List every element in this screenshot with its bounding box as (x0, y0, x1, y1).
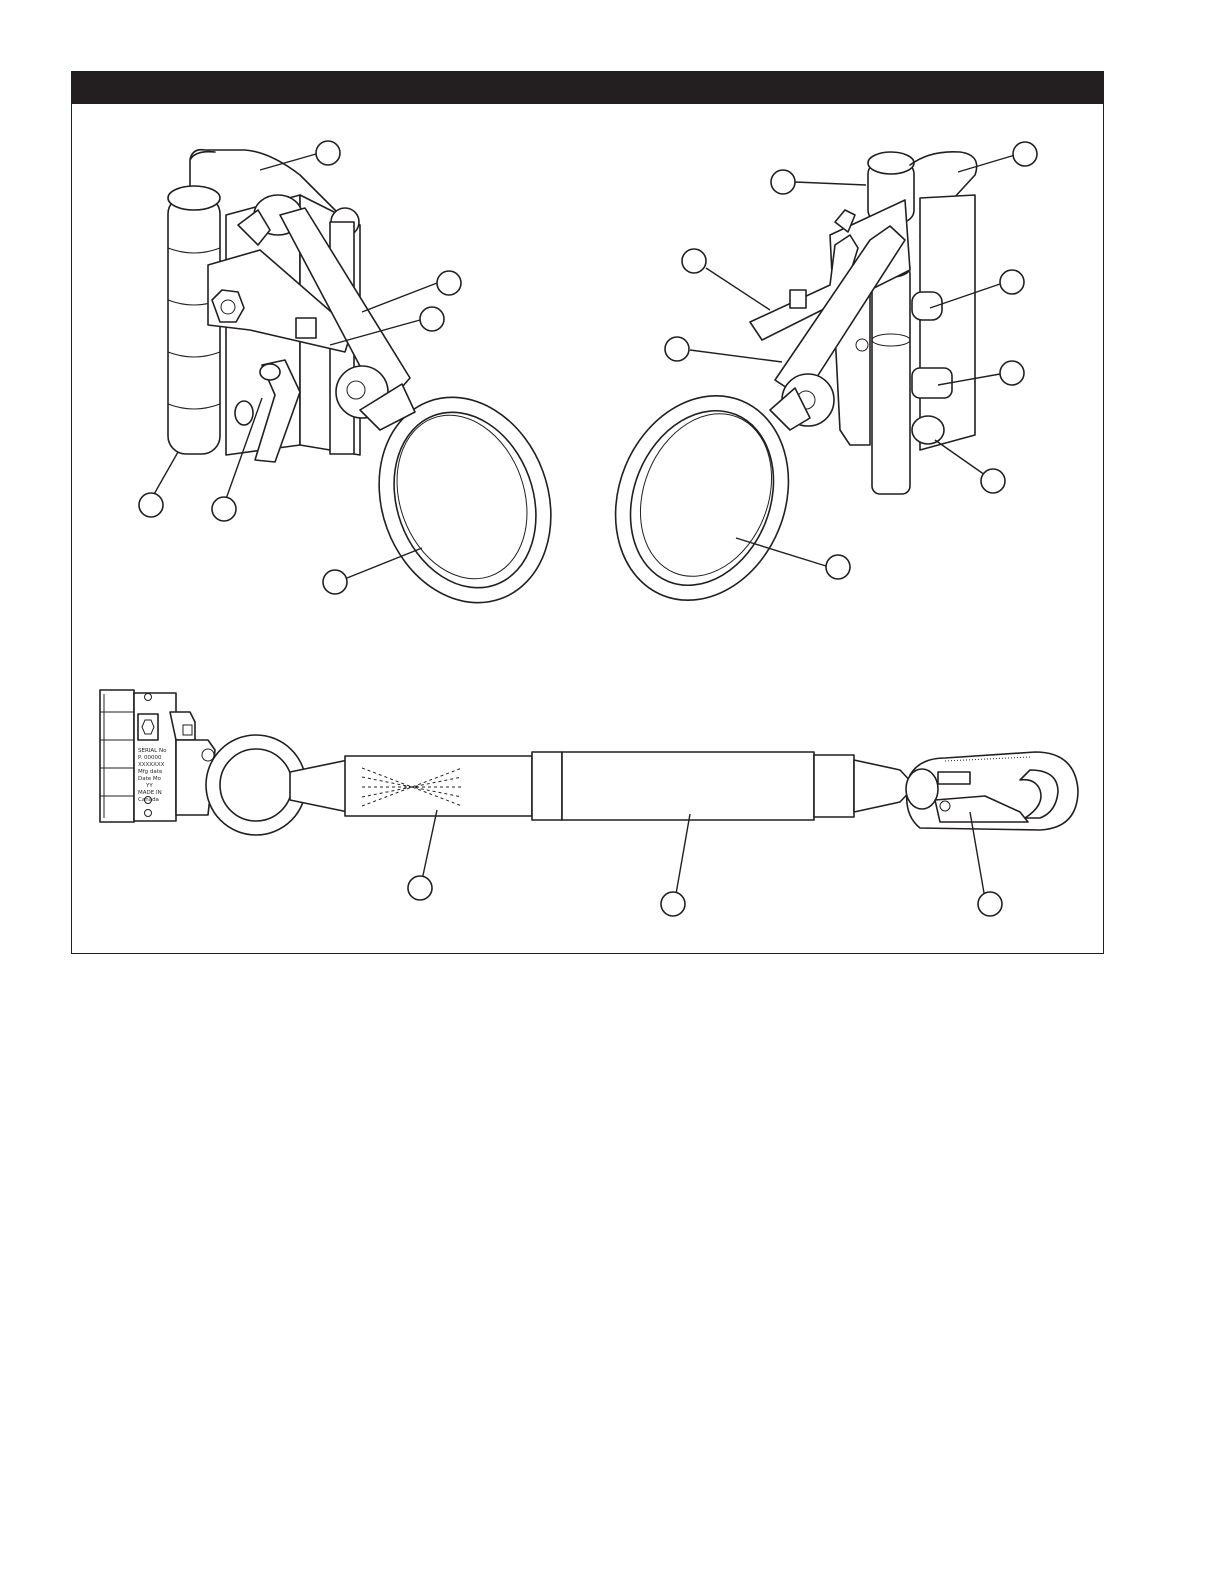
callout-circle (1013, 142, 1037, 166)
callout-circle (139, 493, 163, 517)
callout-circle (665, 337, 689, 361)
callout-circle (1000, 361, 1024, 385)
callout-circle (1000, 270, 1024, 294)
energy-absorber-pack (532, 752, 854, 820)
label-line: Mfg date (138, 769, 163, 775)
label-line: XXXXXXX (138, 762, 165, 768)
label-line: MADE IN (138, 790, 162, 796)
callout-circle (316, 141, 340, 165)
label-line: P. 00000 (138, 755, 162, 761)
label-line: SERIAL No (138, 748, 167, 754)
callout-circle (212, 497, 236, 521)
label-line: Canada (138, 797, 159, 803)
callout-circle (437, 271, 461, 295)
knob-lower (912, 416, 944, 444)
lanyard-assembly: SERIAL No P. 00000 XXXXXXX Mfg date Date… (100, 690, 1078, 835)
callout-circle (826, 555, 850, 579)
callout-circle (408, 876, 432, 900)
sleeve-right-view (586, 152, 977, 627)
callout-circle (323, 570, 347, 594)
callout-circle (978, 892, 1002, 916)
callout-circle (682, 249, 706, 273)
label-line: YY (145, 783, 153, 789)
callout-circle (981, 469, 1005, 493)
sleeve-side-view: SERIAL No P. 00000 XXXXXXX Mfg date Date… (100, 690, 215, 822)
callout-circle (771, 170, 795, 194)
sleeve-left-view (168, 150, 579, 627)
snap-hook (906, 752, 1078, 830)
label-line: Date Mo (138, 776, 162, 782)
callout-circle (420, 307, 444, 331)
callout-circle (661, 892, 685, 916)
